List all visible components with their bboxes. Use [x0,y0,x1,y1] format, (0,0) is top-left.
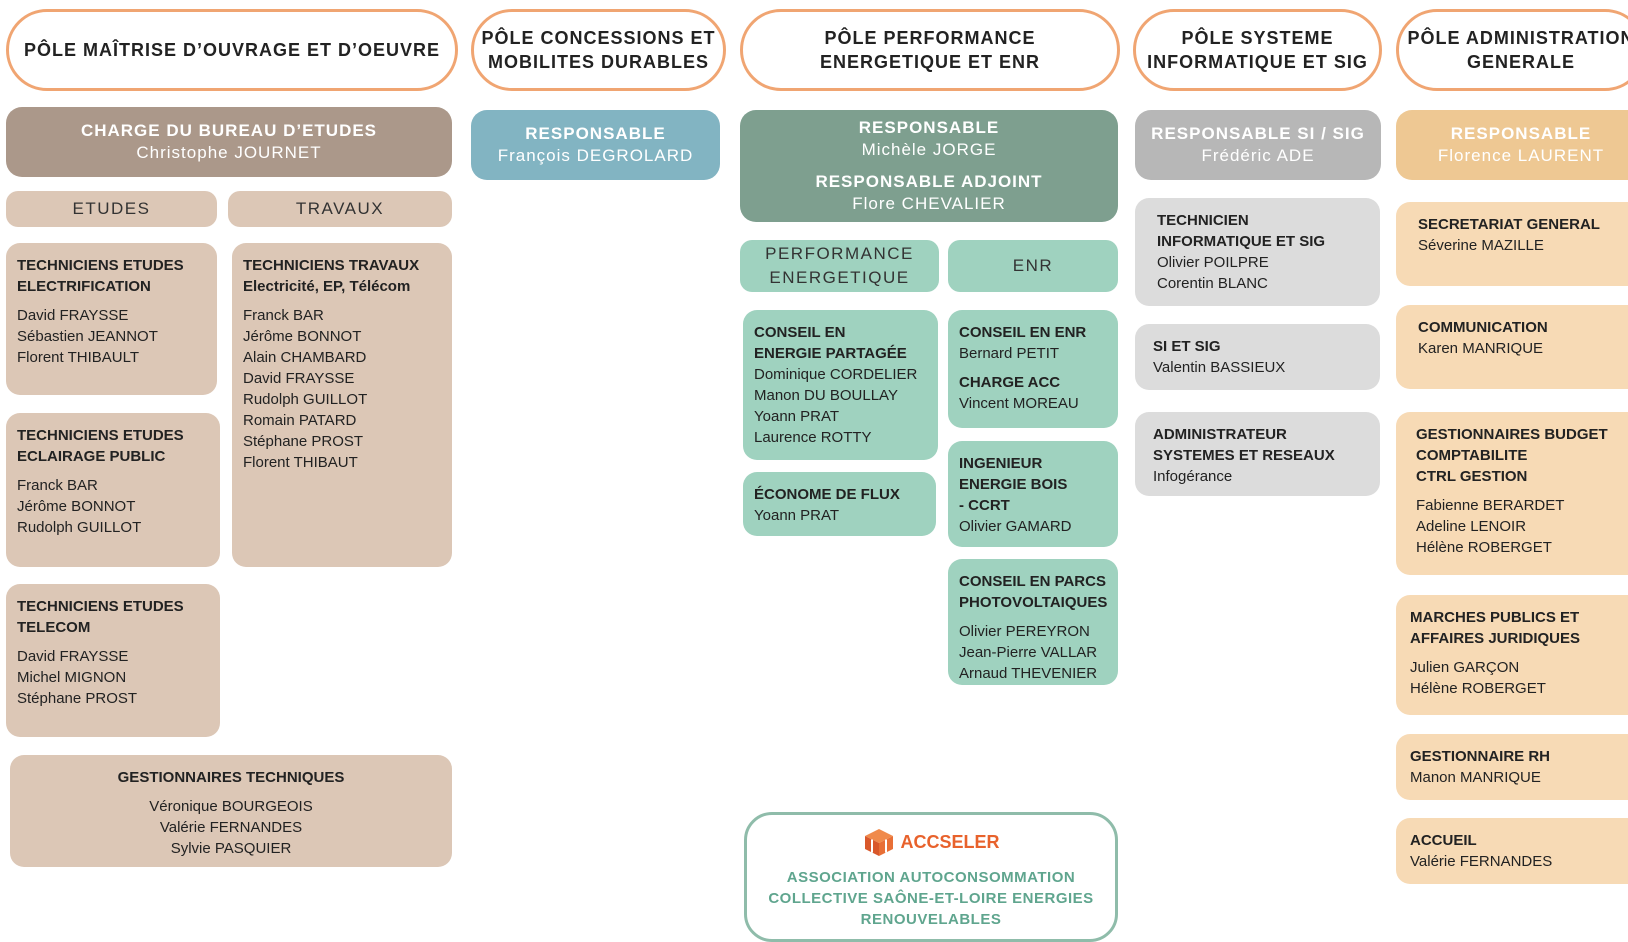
card-members: Valérie FERNANDES [1410,851,1628,872]
card-members: Olivier PEREYRON Jean-Pierre VALLAR Arna… [959,621,1107,684]
pole-header-systeme: PÔLE SYSTEME INFORMATIQUE ET SIG [1133,9,1382,91]
card-title: SECRETARIAT GENERAL [1418,214,1628,235]
card-title: SI ET SIG [1153,336,1369,357]
pole-title: PÔLE PERFORMANCE ENERGETIQUE ET ENR [820,26,1040,74]
card-title: TECHNICIENS ETUDES ELECTRIFICATION [17,255,206,297]
responsable-name: Michèle JORGE [862,139,997,161]
section-label: ENR [1013,254,1053,278]
card-members: Infogérance [1153,466,1369,487]
card-title: GESTIONNAIRES TECHNIQUES [21,767,441,788]
responsable-si-sig: RESPONSABLE SI / SIG Frédéric ADE [1135,110,1381,180]
card-secretariat-general: SECRETARIAT GENERAL Séverine MAZILLE [1396,202,1628,286]
pole-header-maitrise: PÔLE MAÎTRISE D’OUVRAGE ET D’OEUVRE [6,9,458,91]
section-label: ETUDES [73,197,151,221]
pole-header-performance: PÔLE PERFORMANCE ENERGETIQUE ET ENR [740,9,1120,91]
responsable-administration: RESPONSABLE Florence LAURENT [1396,110,1628,180]
card-techniciens-travaux: TECHNICIENS TRAVAUX Electricité, EP, Tél… [232,243,452,567]
accseler-cube-icon [862,827,896,857]
card-members: Vincent MOREAU [959,393,1107,414]
responsable-title: CHARGE DU BUREAU D’ETUDES [81,120,377,142]
card-members: Julien GARÇON Hélène ROBERGET [1410,657,1628,699]
card-members: David FRAYSSE Michel MIGNON Stéphane PRO… [17,646,209,709]
card-conseil-energie-partagee: CONSEIL EN ENERGIE PARTAGÉE Dominique CO… [743,310,938,460]
card-title: TECHNICIENS ETUDES TELECOM [17,596,209,638]
accseler-logo: ACCSELER [747,827,1115,857]
section-performance-energetique: PERFORMANCE ENERGETIQUE [740,240,939,292]
card-technicien-informatique: TECHNICIEN INFORMATIQUE ET SIG Olivier P… [1135,198,1380,306]
responsable-title: RESPONSABLE SI / SIG [1151,123,1365,145]
responsable-performance: RESPONSABLE Michèle JORGE RESPONSABLE AD… [740,110,1118,222]
responsable-title: RESPONSABLE [1451,123,1591,145]
responsable-name: Christophe JOURNET [136,142,321,164]
card-gestionnaire-rh: GESTIONNAIRE RH Manon MANRIQUE [1396,734,1628,800]
card-title: TECHNICIEN INFORMATIQUE ET SIG [1157,210,1369,252]
responsable-adjoint-name: Flore CHEVALIER [852,193,1006,215]
card-title: TECHNICIENS ETUDES ECLAIRAGE PUBLIC [17,425,209,467]
card-title: MARCHES PUBLICS ET AFFAIRES JURIDIQUES [1410,607,1628,649]
card-members: Valentin BASSIEUX [1153,357,1369,378]
card-administrateur-systemes: ADMINISTRATEUR SYSTEMES ET RESEAUX Infog… [1135,412,1380,496]
responsable-name: Frédéric ADE [1201,145,1314,167]
card-title: COMMUNICATION [1418,317,1628,338]
card-marches-publics: MARCHES PUBLICS ET AFFAIRES JURIDIQUES J… [1396,595,1628,715]
card-accueil: ACCUEIL Valérie FERNANDES [1396,818,1628,884]
responsable-title: RESPONSABLE [525,123,665,145]
card-members: Séverine MAZILLE [1418,235,1628,256]
card-title: INGENIEUR ENERGIE BOIS - CCRT [959,453,1107,516]
pole-header-concessions: PÔLE CONCESSIONS ET MOBILITES DURABLES [471,9,726,91]
card-members: Olivier GAMARD [959,516,1107,537]
card-title: ADMINISTRATEUR SYSTEMES ET RESEAUX [1153,424,1369,466]
section-travaux: TRAVAUX [228,191,452,227]
card-ingenieur-energie-bois: INGENIEUR ENERGIE BOIS - CCRT Olivier GA… [948,441,1118,547]
card-members: David FRAYSSE Sébastien JEANNOT Florent … [17,305,206,368]
card-techniciens-etudes-eclairage: TECHNICIENS ETUDES ECLAIRAGE PUBLIC Fran… [6,413,220,567]
responsable-name: Florence LAURENT [1438,145,1604,167]
section-label: TRAVAUX [296,197,384,221]
section-enr: ENR [948,240,1118,292]
card-title: CONSEIL EN ENR [959,322,1107,343]
pole-title: PÔLE CONCESSIONS ET MOBILITES DURABLES [481,26,715,74]
card-econome-de-flux: ÉCONOME DE FLUX Yoann PRAT [743,472,936,536]
card-members: Olivier POILPRE Corentin BLANC [1157,252,1369,294]
card-members: Véronique BOURGEOIS Valérie FERNANDES Sy… [21,796,441,859]
card-members: Manon MANRIQUE [1410,767,1628,788]
accseler-description: ASSOCIATION AUTOCONSOMMATION COLLECTIVE … [747,867,1115,930]
section-etudes: ETUDES [6,191,217,227]
card-title: CONSEIL EN PARCS PHOTOVOLTAIQUES [959,571,1107,613]
card-members: Bernard PETIT [959,343,1107,364]
card-title: TECHNICIENS TRAVAUX Electricité, EP, Tél… [243,255,441,297]
card-members: Franck BAR Jérôme BONNOT Rudolph GUILLOT [17,475,209,538]
pole-header-administration: PÔLE ADMINISTRATION GENERALE [1396,9,1628,91]
card-members: Dominique CORDELIER Manon DU BOULLAY Yoa… [754,364,927,448]
accseler-logo-text: ACCSELER [900,832,999,853]
pole-title: PÔLE ADMINISTRATION GENERALE [1408,26,1628,74]
card-techniciens-etudes-telecom: TECHNICIENS ETUDES TELECOM David FRAYSSE… [6,584,220,737]
card-techniciens-etudes-electrification: TECHNICIENS ETUDES ELECTRIFICATION David… [6,243,217,395]
card-si-et-sig: SI ET SIG Valentin BASSIEUX [1135,324,1380,390]
card-title: GESTIONNAIRE RH [1410,746,1628,767]
card-conseil-enr-charge-acc: CONSEIL EN ENR Bernard PETIT CHARGE ACC … [948,310,1118,428]
card-conseil-parcs-photovoltaiques: CONSEIL EN PARCS PHOTOVOLTAIQUES Olivier… [948,559,1118,685]
accseler-box: ACCSELER ASSOCIATION AUTOCONSOMMATION CO… [744,812,1118,942]
card-members: Fabienne BERARDET Adeline LENOIR Hélène … [1416,495,1628,558]
responsable-bureau-etudes: CHARGE DU BUREAU D’ETUDES Christophe JOU… [6,107,452,177]
card-title: CONSEIL EN ENERGIE PARTAGÉE [754,322,927,364]
responsable-concessions: RESPONSABLE François DEGROLARD [471,110,720,180]
card-members: Karen MANRIQUE [1418,338,1628,359]
card-title: GESTIONNAIRES BUDGET COMPTABILITE CTRL G… [1416,424,1628,487]
pole-title: PÔLE SYSTEME INFORMATIQUE ET SIG [1147,26,1368,74]
card-members: Franck BAR Jérôme BONNOT Alain CHAMBARD … [243,305,441,473]
card-gestionnaires-budget: GESTIONNAIRES BUDGET COMPTABILITE CTRL G… [1396,412,1628,575]
pole-title: PÔLE MAÎTRISE D’OUVRAGE ET D’OEUVRE [24,38,440,62]
card-members: Yoann PRAT [754,505,925,526]
card-gestionnaires-techniques: GESTIONNAIRES TECHNIQUES Véronique BOURG… [10,755,452,867]
responsable-adjoint-title: RESPONSABLE ADJOINT [815,171,1042,193]
responsable-name: François DEGROLARD [498,145,694,167]
card-title: ÉCONOME DE FLUX [754,484,925,505]
card-communication: COMMUNICATION Karen MANRIQUE [1396,305,1628,389]
responsable-title: RESPONSABLE [859,117,999,139]
card-title: CHARGE ACC [959,372,1107,393]
section-label: PERFORMANCE ENERGETIQUE [765,242,914,290]
card-title: ACCUEIL [1410,830,1628,851]
